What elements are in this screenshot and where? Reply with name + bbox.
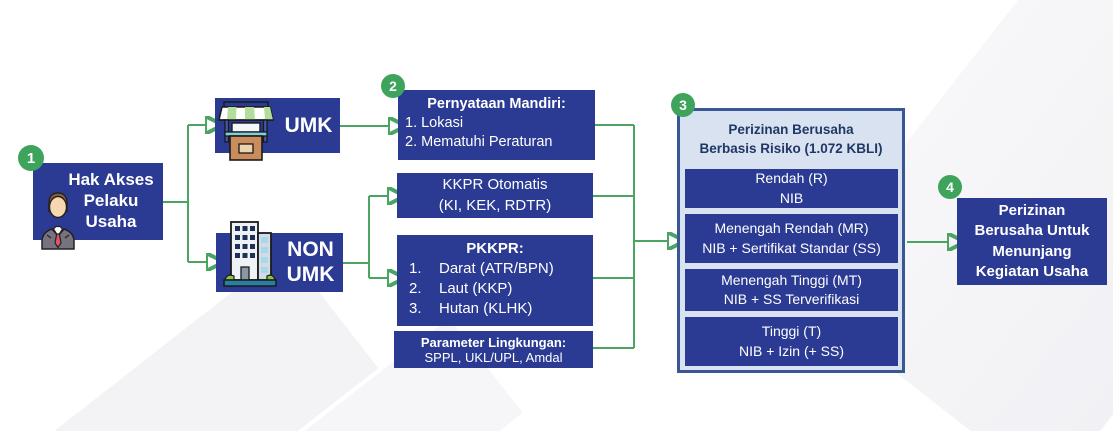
step4-badge: 4 — [938, 175, 962, 199]
kkpr-otomatis-box: KKPR Otomatis (KI, KEK, RDTR) — [397, 173, 593, 218]
parameter-lingkungan-title: Parameter Lingkungan: — [420, 334, 567, 350]
market-stall-icon — [218, 101, 274, 161]
pkkpr-box: PKKPR: 1. Darat (ATR/BPN) 2. Laut (KKP) … — [397, 235, 593, 326]
risk-level-name: Rendah (R) — [755, 170, 828, 187]
kkpr-otomatis-line2: (KI, KEK, RDTR) — [438, 196, 552, 214]
risk-level-tinggi: Tinggi (T) NIB + Izin (+ SS) — [685, 317, 898, 366]
pkkpr-item-3-text: Hutan (KLHK) — [439, 299, 533, 317]
risk-level-requirement: NIB + Sertifikat Standar (SS) — [702, 239, 881, 256]
risk-level-requirement: NIB — [779, 189, 804, 206]
risk-level-menengah-rendah: Menengah Rendah (MR) NIB + Sertifikat St… — [685, 214, 898, 263]
panel-title-line2: Berbasis Risiko (1.072 KBLI) — [699, 140, 883, 156]
pernyataan-mandiri-title: Pernyataan Mandiri: — [427, 96, 566, 112]
pkkpr-item-1: 1. Darat (ATR/BPN) — [397, 259, 593, 279]
non-umk-label: NON UMK — [286, 238, 335, 286]
pkkpr-item-1-number: 1. — [409, 260, 422, 277]
panel-title: Perizinan Berusaha Berbasis Risiko (1.07… — [680, 121, 902, 159]
pkkpr-item-3: 3. Hutan (KLHK) — [397, 299, 593, 319]
umk-label: UMK — [284, 113, 333, 137]
step3-badge: 3 — [671, 93, 695, 117]
pkkpr-item-2-text: Laut (KKP) — [439, 279, 513, 297]
pernyataan-mandiri-item-2: 2. Mematuhi Peraturan — [405, 134, 553, 151]
hak-akses-label: Hak Akses Pelaku Usaha — [68, 170, 154, 231]
parameter-lingkungan-subtitle: SPPL, UKL/UPL, Amdal — [424, 349, 563, 365]
kkpr-otomatis-line1: KKPR Otomatis — [442, 176, 548, 194]
risk-level-requirement: NIB + SS Terverifikasi — [723, 291, 860, 307]
pkkpr-item-2: 2. Laut (KKP) — [397, 279, 593, 299]
perizinan-berbasis-risiko-panel: Perizinan Berusaha Berbasis Risiko (1.07… — [677, 108, 905, 373]
risk-level-requirement: NIB + Izin (+ SS) — [738, 342, 845, 359]
pkkpr-title: PKKPR: — [466, 240, 524, 257]
pkkpr-item-1-text: Darat (ATR/BPN) — [439, 260, 554, 277]
step2-badge: 2 — [381, 74, 405, 98]
step1-badge: 1 — [18, 145, 44, 171]
risk-level-name: Menengah Rendah (MR) — [714, 220, 869, 237]
risk-level-name: Menengah Tinggi (MT) — [721, 271, 862, 288]
risk-level-name: Tinggi (T) — [761, 323, 822, 340]
office-building-icon — [223, 221, 277, 287]
risk-level-rendah: Rendah (R) NIB — [685, 169, 898, 208]
panel-title-line1: Perizinan Berusaha — [728, 122, 854, 137]
parameter-lingkungan-box: Parameter Lingkungan: SPPL, UKL/UPL, Amd… — [394, 331, 593, 368]
perizinan-menunjang-box: Perizinan Berusaha Untuk Menunjang Kegia… — [957, 198, 1107, 285]
businessman-icon — [41, 192, 75, 250]
pkkpr-item-3-number: 3. — [409, 299, 422, 317]
pernyataan-mandiri-box: Pernyataan Mandiri: 1. Lokasi 2. Mematuh… — [398, 90, 595, 160]
pernyataan-mandiri-item-1: 1. Lokasi — [405, 115, 464, 131]
pkkpr-item-2-number: 2. — [409, 279, 422, 297]
perizinan-menunjang-label: Perizinan Berusaha Untuk Menunjang Kegia… — [974, 202, 1090, 280]
risk-level-menengah-tinggi: Menengah Tinggi (MT) NIB + SS Terverifik… — [685, 269, 898, 311]
